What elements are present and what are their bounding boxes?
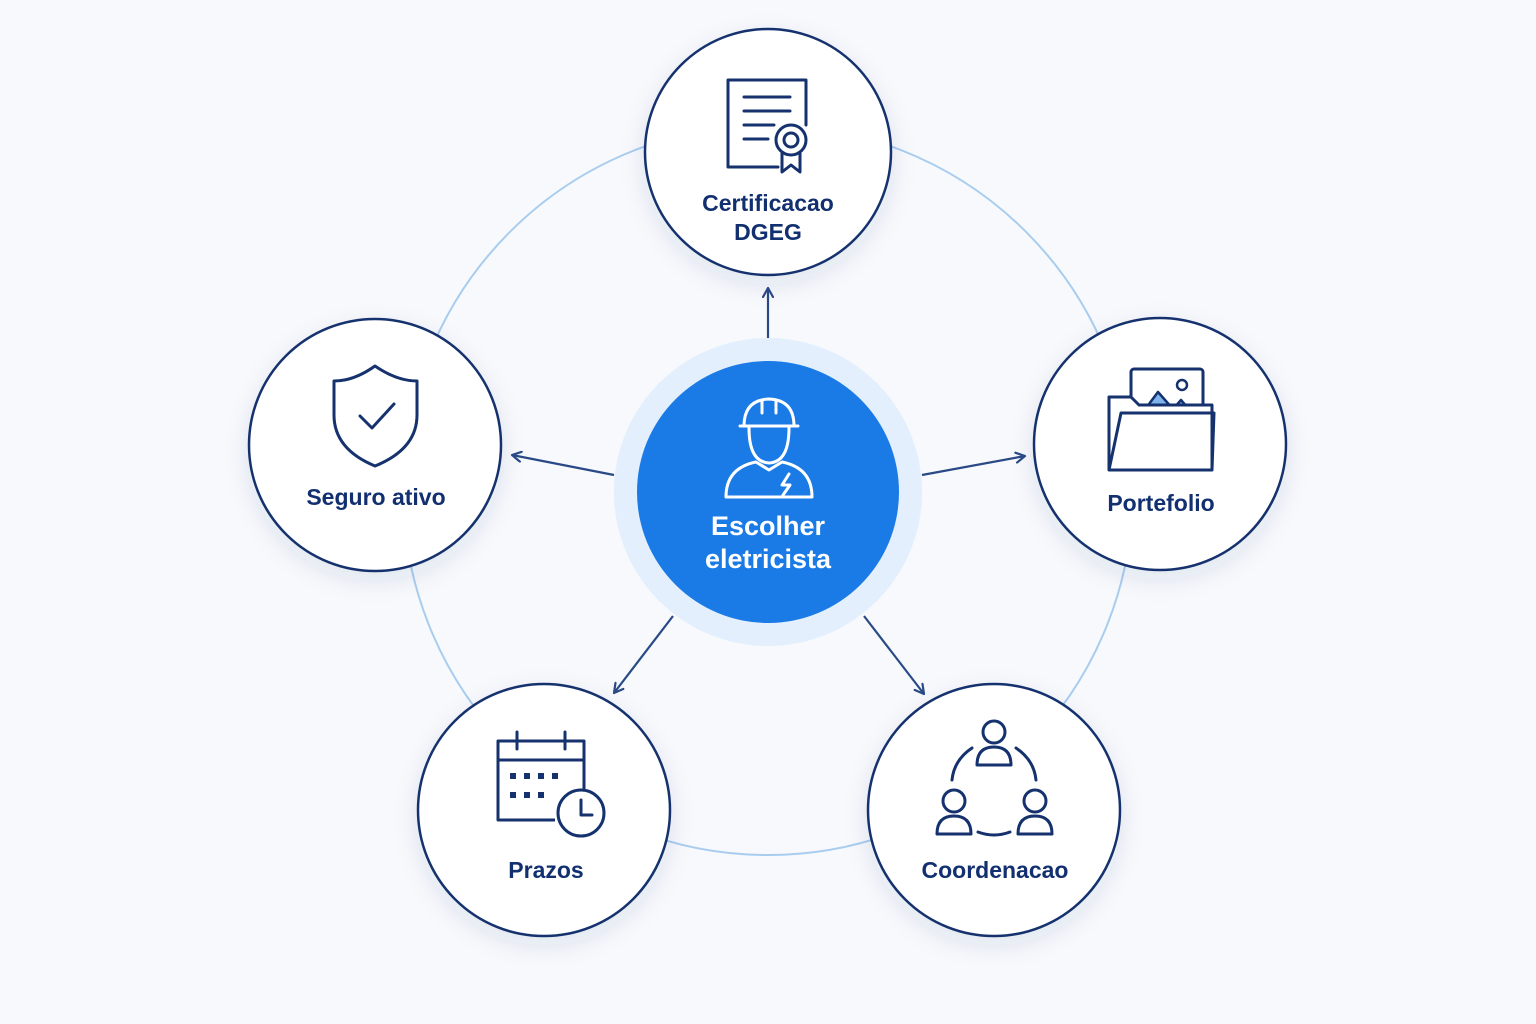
arrow-to-coordination (863, 615, 924, 694)
center-circle (637, 361, 899, 623)
portfolio-label: Portefolio (1107, 490, 1214, 516)
center-label-line2: eletricista (705, 544, 832, 574)
team-icon (935, 719, 1054, 837)
node-insurance[interactable]: Seguro ativo (247, 317, 503, 573)
certification-label-line2: DGEG (734, 219, 802, 245)
electrician-icon (724, 397, 814, 499)
node-certification[interactable]: Certificacao DGEG (643, 27, 893, 277)
shield-check-icon (332, 364, 419, 468)
certification-label-line1: Certificacao (702, 190, 834, 216)
node-coordination[interactable]: Coordenacao (866, 682, 1122, 938)
arrow-to-portfolio (921, 456, 1025, 477)
deadlines-label: Prazos (508, 857, 583, 883)
arrows (512, 288, 1025, 694)
center-node[interactable]: Escolher eletricista (614, 338, 922, 646)
certificate-icon (726, 78, 808, 174)
arrow-to-deadlines (614, 615, 674, 693)
folder-image-icon (1107, 367, 1216, 472)
center-label-line1: Escolher (711, 511, 826, 541)
node-deadlines[interactable]: Prazos (416, 682, 672, 938)
insurance-label: Seguro ativo (306, 484, 445, 510)
arrow-to-insurance (512, 455, 615, 477)
node-portfolio[interactable]: Portefolio (1032, 316, 1288, 572)
calendar-clock-icon (496, 730, 606, 838)
coordination-label: Coordenacao (922, 857, 1069, 883)
